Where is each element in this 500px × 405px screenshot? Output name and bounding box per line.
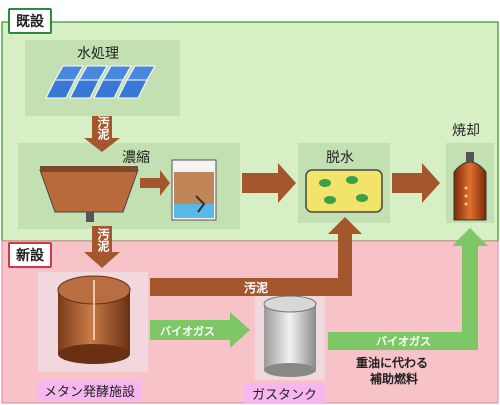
dewatering-roller	[319, 179, 331, 187]
settling-sludge	[174, 172, 214, 204]
incinerator-chimney	[466, 152, 474, 162]
thickening-label: 濃縮	[122, 150, 150, 166]
arrow-sludge-to-thickening	[84, 116, 120, 152]
dewatering-press	[305, 169, 383, 213]
sludge-label-2: 汚泥	[96, 228, 110, 252]
arrow-thickener-to-settler	[140, 170, 170, 196]
incineration-label: 焼却	[452, 123, 480, 139]
water-treatment-label: 水処理	[77, 46, 119, 62]
thickener-tank	[39, 169, 139, 213]
gas-tank-body	[264, 304, 316, 370]
dewatering-roller	[346, 176, 358, 184]
incinerator	[453, 161, 487, 221]
arrow-sludge-to-methane	[84, 226, 120, 268]
thickener-outlet	[86, 212, 94, 222]
arrow-dewatering-to-incineration	[392, 163, 440, 203]
gas-tank-top	[263, 295, 317, 313]
methane-fermentation-label: メタン発酵施設	[38, 380, 142, 401]
gas-tank-label: ガスタンク	[244, 383, 326, 404]
pool-tile	[102, 65, 132, 81]
methane-tank-bottom	[58, 344, 130, 364]
biogas-label-2: バイオガス	[376, 335, 431, 348]
fuel-note-line2: 補助燃料	[370, 372, 419, 386]
existing-section-tag: 既設	[8, 8, 52, 34]
dewatering-roller	[324, 196, 336, 204]
arrow-biogas-to-gas-tank	[150, 312, 250, 348]
new-section-tag: 新設	[8, 242, 52, 268]
sludge-label-3: 汚泥	[244, 281, 269, 295]
biogas-label-1: バイオガス	[160, 325, 215, 338]
arrow-biogas-to-incineration	[328, 228, 488, 350]
gas-tank-bottom	[264, 363, 316, 377]
settling-water	[174, 204, 214, 218]
fuel-note-line1: 重油に代わる	[356, 356, 429, 370]
dewatering-label: 脱水	[326, 150, 354, 166]
settling-pipe	[195, 195, 206, 213]
dewatering-roller	[356, 194, 368, 202]
pool-tile	[78, 65, 108, 81]
arrow-thickening-to-dewatering	[242, 163, 296, 203]
sludge-label-1: 汚泥	[96, 116, 110, 140]
thickener-rim	[40, 166, 138, 172]
water-treatment-bg	[25, 40, 180, 116]
pool-tile	[126, 65, 156, 81]
arrow-methane-sludge-to-dewatering	[150, 217, 362, 296]
pool-tile	[54, 65, 84, 81]
